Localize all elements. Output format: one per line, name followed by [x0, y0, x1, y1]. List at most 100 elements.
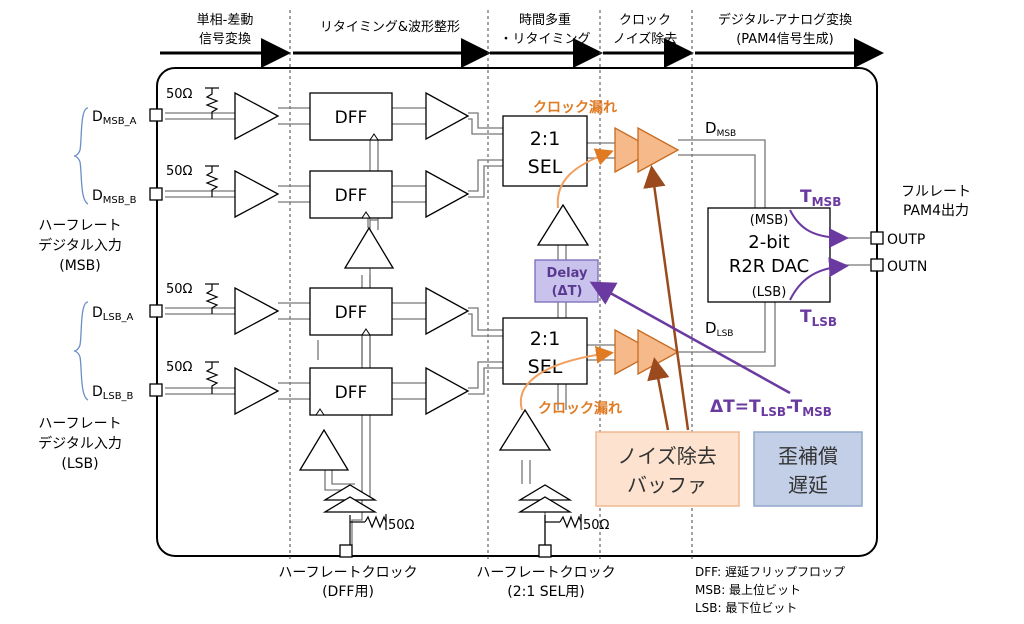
noise-buffer-lsb-2: [637, 328, 680, 376]
buffer-lsb-b: [234, 366, 280, 416]
sel-lsb: [502, 317, 588, 385]
resistor-label-4: 50Ω: [166, 360, 193, 375]
output-label-line1: フルレート: [901, 184, 971, 200]
resistor-label-5: 50Ω: [388, 518, 415, 533]
buffer-msb-a: [234, 91, 280, 141]
skew-box-line1: 歪補償: [778, 444, 838, 468]
buffer-lsb-a: [234, 286, 280, 336]
input-buffers: [234, 91, 590, 513]
sel-msb-line2: SEL: [528, 156, 563, 178]
clk-dff-line2: (DFF用): [322, 584, 374, 600]
dac-block: [707, 207, 831, 303]
dac-line2: 2-bit: [748, 232, 789, 253]
sel-msb: [502, 115, 588, 187]
noise-buffers: [614, 126, 680, 376]
stage-4-label: クロック: [619, 13, 671, 28]
t-msb-label: TMSB: [800, 187, 841, 209]
outn-label: OUTN: [887, 259, 927, 275]
clock-leak-arrow-msb: [556, 148, 614, 209]
noise-buffer-msb-1: [614, 126, 657, 174]
noise-box-line1: ノイズ除去: [617, 444, 716, 468]
stage-1-label-2: 信号変換: [199, 31, 251, 47]
clock-input-sel-b: [517, 496, 573, 513]
clk-sel-line1: ハーフレートクロック: [476, 565, 615, 581]
pad-msb-a: [149, 108, 163, 122]
lsb-brace: [73, 301, 89, 401]
pad-clk-sel: [538, 544, 552, 558]
delay-block: [534, 259, 599, 303]
buffer2-lsb-b: [425, 366, 470, 416]
noise-buffer-box: [595, 431, 740, 507]
clock-input-dff-b: [322, 496, 378, 513]
lsb-group-line3: (LSB): [61, 456, 98, 472]
skew-delay-box: [753, 431, 863, 507]
stage-header: 単相-差動 信号変換 リタイミング&波形整形 時間多重 ・リタイミング クロック…: [160, 12, 884, 68]
buffer2-msb-b: [425, 169, 470, 219]
t-msb-arrow: [789, 209, 849, 248]
buffer2-msb-a: [425, 91, 470, 141]
clock-buffer-dff-upper: [343, 226, 395, 269]
msb-brace: [73, 107, 89, 205]
stage-5-label-2: (PAM4信号生成): [736, 32, 834, 47]
clk-dff-line1: ハーフレートクロック: [278, 565, 417, 581]
dff-msb-b-label: DFF: [335, 186, 368, 206]
clock-buffer-sel-upper: [536, 203, 590, 246]
dac-line3: R2R DAC: [729, 256, 809, 277]
input-msb-a-label: DMSB_A: [92, 109, 137, 127]
input-lsb-b-label: DLSB_B: [92, 384, 134, 402]
stage-3-label-2: ・リタイミング: [499, 32, 590, 47]
clock-leak-label-msb: クロック漏れ: [533, 100, 617, 116]
input-pads: [149, 108, 884, 558]
dff-lsb-b-label: DFF: [335, 383, 368, 403]
delay-line2: (ΔT): [552, 284, 583, 299]
pad-msb-b: [149, 187, 163, 201]
stage-1-label: 単相-差動: [197, 12, 254, 28]
pad-lsb-b: [149, 383, 163, 397]
msb-group-line3: (MSB): [59, 258, 101, 274]
lsb-group-line2: デジタル入力: [38, 435, 122, 452]
delta-t-label: ΔT=TLSB-TMSB: [710, 397, 832, 419]
stage-2-label: リタイミング&波形整形: [320, 20, 460, 35]
dff-msb-a: [309, 92, 393, 141]
clock-buffer-dff-lower: [298, 428, 350, 471]
noise-arrow-lsb: [647, 357, 670, 431]
noise-arrow-msb: [643, 165, 690, 431]
input-lsb-a-label: DLSB_A: [92, 305, 134, 323]
buffer2-lsb-a: [425, 286, 470, 336]
sel-lsb-line2: SEL: [528, 356, 563, 378]
dac-line1: (MSB): [750, 213, 789, 228]
legend-dff: DFF: 遅延フリップフロップ: [695, 565, 845, 579]
clk-sel-line2: (2:1 SEL用): [507, 584, 584, 600]
output-label-line2: PAM4出力: [903, 203, 969, 219]
dff-lsb-b: [309, 367, 393, 416]
resistors: [205, 87, 582, 530]
stage-4-label-2: ノイズ除去: [613, 31, 678, 47]
dff-lsb-a: [309, 287, 393, 336]
dff-msb-b: [309, 170, 393, 219]
legend-lsb: LSB: 最下位ビット: [695, 600, 797, 615]
sel-blocks: 2:1 SEL 2:1 SEL: [502, 115, 588, 385]
resistor-label-2: 50Ω: [166, 164, 193, 179]
clock-buffer-sel-lower: [498, 408, 552, 451]
noise-box-line2: バッファ: [627, 473, 707, 497]
sel-msb-line1: 2:1: [530, 128, 561, 150]
t-lsb-label: TLSB: [800, 307, 837, 329]
sel-lsb-line1: 2:1: [530, 328, 561, 350]
buffer-msb-b: [234, 169, 280, 219]
clock-leak-label-lsb: クロック漏れ: [538, 401, 622, 417]
msb-group-line2: デジタル入力: [38, 237, 122, 254]
t-lsb-arrow: [789, 257, 849, 301]
input-msb-b-label: DMSB_B: [92, 188, 137, 206]
stage-5-label: デジタル-アナログ変換: [718, 12, 852, 28]
lsb-group-line1: ハーフレート: [38, 416, 121, 432]
dff-lsb-a-label: DFF: [335, 303, 368, 323]
noise-buffer-lsb-1: [614, 328, 657, 376]
d-msb-label: DMSB: [705, 119, 736, 139]
resistor-label-1: 50Ω: [166, 87, 193, 102]
pad-lsb-a: [149, 304, 163, 318]
pad-outp: [870, 231, 884, 245]
resistor-label-6: 50Ω: [583, 518, 610, 533]
delay-line1: Delay: [547, 266, 588, 281]
outp-label: OUTP: [887, 232, 925, 248]
